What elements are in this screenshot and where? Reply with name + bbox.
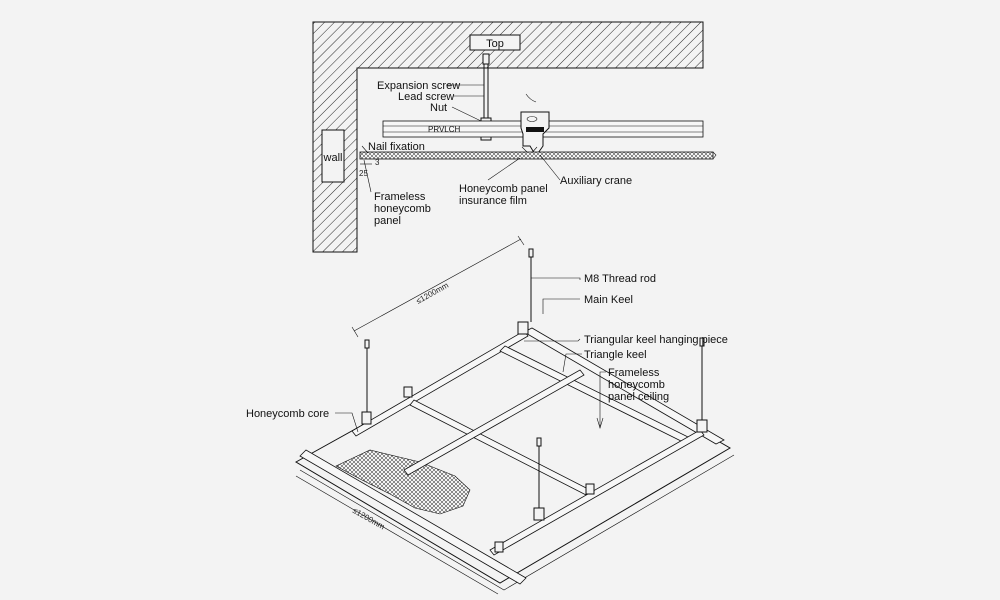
main-keel-front xyxy=(299,449,527,585)
wall-label-box xyxy=(321,129,345,183)
label-ceiling-1: Frameless xyxy=(608,367,660,379)
honeycomb-core xyxy=(335,449,471,515)
expansion-screw xyxy=(482,53,490,65)
label-film-2: insurance film xyxy=(459,195,527,207)
label-nail-fixation: Nail fixation xyxy=(368,141,425,153)
triangle-keel-4 xyxy=(403,369,585,476)
label-triangle-keel: Triangle keel xyxy=(584,349,647,361)
label-lead-screw: Lead screw xyxy=(398,91,454,103)
label-hanging-piece: Triangular keel hanging piece xyxy=(584,334,728,346)
label-frameless-1: Frameless xyxy=(374,191,426,203)
dimension-3: 3 xyxy=(375,158,380,167)
dimension-25: 25 xyxy=(359,169,368,178)
triangle-keel-1 xyxy=(351,330,529,437)
label-ceiling-3: panel ceiling xyxy=(608,391,669,403)
brand-mark: PRVLCH xyxy=(428,125,461,134)
isometric-view: ≤1200mm ≤1200mm M8 Thread rod Main Keel … xyxy=(246,235,735,595)
top-label-box xyxy=(469,34,521,51)
wall-label: wall xyxy=(323,152,343,164)
top-label: Top xyxy=(486,38,504,50)
dim-bottom-label: ≤1200mm xyxy=(351,506,387,532)
label-m8-rod: M8 Thread rod xyxy=(584,273,656,285)
dimension-line-top xyxy=(353,238,522,332)
label-ceiling-2: honeycomb xyxy=(608,379,665,391)
frameless-honeycomb-panel xyxy=(359,151,714,160)
thread-rods xyxy=(364,248,705,508)
main-keel-back xyxy=(523,327,725,445)
dimension-line-bottom xyxy=(295,475,499,595)
label-frameless-2: honeycomb xyxy=(374,203,431,215)
label-expansion-screw: Expansion screw xyxy=(377,80,460,92)
label-film-1: Honeycomb panel xyxy=(459,183,548,195)
concrete-structure xyxy=(312,21,704,253)
label-frameless-3: panel xyxy=(374,215,401,227)
label-nut: Nut xyxy=(430,102,447,114)
dim-top-label: ≤1200mm xyxy=(415,280,451,305)
label-auxiliary-crane: Auxiliary crane xyxy=(560,175,632,187)
label-main-keel: Main Keel xyxy=(584,294,633,306)
label-honeycomb-core: Honeycomb core xyxy=(246,408,329,420)
section-view: Top wall PRVLCH 25 3 xyxy=(312,21,717,253)
triangle-keel-5 xyxy=(489,429,705,556)
